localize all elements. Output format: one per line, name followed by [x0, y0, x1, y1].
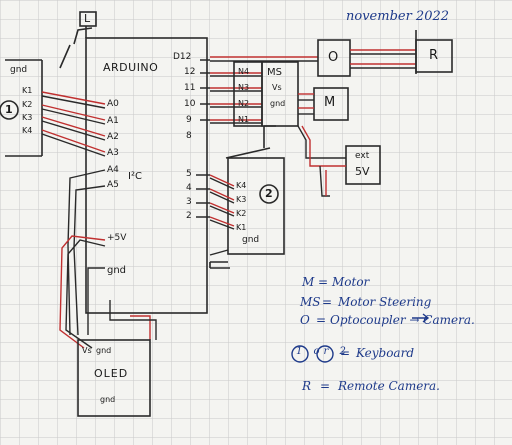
motor-steering-gnd: gnd: [270, 99, 286, 108]
legend-value-ms: Motor Steering: [338, 295, 432, 309]
keypad-right-box: [227, 157, 285, 255]
legend-key-ms: MS: [300, 295, 321, 309]
top-box-l: [59, 11, 97, 69]
arduino-title: ARDUINO: [103, 61, 159, 74]
legend-value-m: Motor: [332, 275, 370, 289]
legend-value-keyboard: Keyboard: [356, 346, 415, 360]
arduino-pin-a3: A3: [107, 148, 119, 158]
arduino-pin-a4: A4: [107, 165, 119, 175]
oled-box: [77, 339, 151, 417]
legend-key-keyboard: 1 or 2: [296, 346, 350, 357]
arduino-pin-a2: A2: [107, 132, 119, 142]
keypad-number-circles: [0, 100, 279, 204]
keypad-left-k1: K1: [22, 86, 33, 95]
arduino-pin-a1: A1: [107, 116, 119, 126]
wire-d12-optocoupler: [210, 56, 318, 62]
ext-supply-line2: 5V: [355, 165, 370, 178]
motor-steering-title: MS: [267, 67, 282, 78]
arduino-pin-10: 10: [184, 99, 196, 109]
keypad-right-k4: K4: [236, 181, 247, 190]
legend-key-o: O: [300, 313, 310, 327]
motor-steering-n4: N4: [238, 67, 250, 76]
arduino-pin-a5: A5: [107, 180, 119, 190]
keypad-right-k3: K3: [236, 195, 247, 204]
legend-eq-keyboard: =: [340, 346, 351, 360]
arduino-pin-5: 5: [186, 169, 192, 179]
arduino-pin-3: 3: [186, 197, 192, 207]
keypad-right-k2: K2: [236, 209, 247, 218]
arduino-pin-9: 9: [186, 115, 192, 125]
wire-oled-gnd: [109, 300, 157, 340]
wires-to-keypad-right: [209, 174, 235, 256]
motor-steering-n1: N1: [238, 115, 250, 124]
keypad-left-k2: K2: [22, 100, 33, 109]
top-box-label: L: [84, 12, 91, 25]
arduino-pin-4: 4: [186, 183, 192, 193]
legend-key-m: M: [302, 275, 315, 289]
legend-value-o: Optocoupler → Camera.: [330, 313, 475, 327]
wire-optocoupler-remote: [350, 49, 416, 69]
keypad-left-number: 1: [5, 103, 13, 116]
wire-ms-motor: [298, 93, 314, 115]
arduino-pin-8: 8: [186, 131, 192, 141]
arduino-gnd: gnd: [107, 265, 127, 276]
wire-ext-supply: [297, 125, 346, 197]
arduino-i2c: I²C: [128, 171, 142, 182]
wires-to-motor-steering: [210, 72, 262, 124]
ext-supply-line1: ext: [355, 151, 370, 161]
legend-eq-ms: =: [322, 295, 333, 309]
arduino-pin-11: 11: [184, 83, 196, 93]
motor-steering-n3: N3: [238, 83, 250, 92]
header-date: november 2022: [346, 9, 450, 24]
keypad-right-gnd: gnd: [242, 235, 260, 245]
arduino-right-pins: [196, 59, 210, 218]
remote-box: [415, 30, 453, 74]
keypad-right-k1: K1: [236, 223, 247, 232]
arduino-pin-12: 12: [184, 67, 196, 77]
oled-title: OLED: [94, 367, 129, 380]
legend-eq-o: =: [316, 313, 327, 327]
motor-label: M: [324, 95, 336, 110]
oled-pin-bottom-gnd: gnd: [100, 395, 116, 404]
optocoupler-box: [317, 39, 351, 77]
keypad-left-box: [5, 59, 43, 157]
oled-pin-vs: Vs: [82, 346, 92, 355]
legend-value-r: Remote Camera.: [338, 379, 440, 393]
arduino-pin-2: 2: [186, 211, 192, 221]
motor-box: [313, 87, 349, 121]
ext-supply-box: [345, 145, 381, 185]
legend-key-r: R: [302, 379, 312, 393]
oled-pin-gnd: gnd: [96, 346, 112, 355]
legend-arrow: [412, 313, 430, 323]
keypad-left-wires: [41, 91, 106, 157]
arduino-pin-d12: D12: [173, 52, 192, 62]
gnd-bus: [209, 125, 276, 269]
keypad-left-k3: K3: [22, 113, 33, 122]
wire-i2c-oled: [59, 169, 106, 349]
arduino-pin-a0: A0: [107, 99, 119, 109]
keypad-right-number: 2: [265, 187, 273, 200]
legend-eq-m: =: [318, 275, 329, 289]
keypad-left-gnd: gnd: [10, 65, 28, 75]
arduino-plus5v: +5V: [107, 233, 127, 243]
motor-steering-n2: N2: [238, 99, 250, 108]
motor-steering-vs: Vs: [272, 83, 282, 92]
keypad-left-k4: K4: [22, 126, 33, 135]
legend-circles: [291, 345, 334, 363]
legend-eq-r: =: [320, 379, 331, 393]
optocoupler-label: O: [328, 50, 339, 65]
remote-label: R: [429, 48, 439, 63]
